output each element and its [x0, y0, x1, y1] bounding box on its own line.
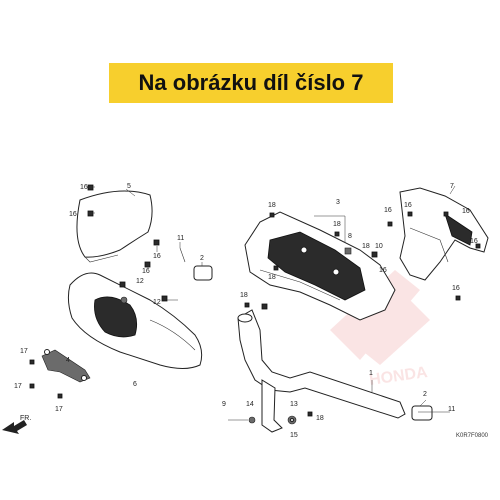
label-16: 16: [80, 184, 88, 191]
direction-label: FR.: [20, 415, 31, 422]
part-1-handlebar: [237, 309, 406, 433]
direction-arrow: FR.: [2, 415, 31, 434]
label-16: 16: [462, 208, 470, 215]
label-4: 4: [66, 357, 70, 364]
svg-text:HONDA: HONDA: [368, 364, 429, 389]
label-7: 7: [450, 183, 454, 190]
label-1: 1: [369, 370, 373, 377]
label-18: 18: [240, 292, 248, 299]
fasteners: [29, 184, 481, 425]
label-6: 6: [133, 381, 137, 388]
part-labels: 5 16 16 16 16 11 2 12 12 4 17 17 17 6 3 …: [14, 183, 478, 439]
label-16: 16: [404, 202, 412, 209]
label-17: 17: [55, 406, 63, 413]
label-18: 18: [362, 243, 370, 250]
label-10: 10: [375, 243, 383, 250]
label-2: 2: [200, 255, 204, 262]
label-2: 2: [423, 391, 427, 398]
label-18: 18: [316, 415, 324, 422]
label-17: 17: [14, 383, 22, 390]
label-3: 3: [336, 199, 340, 206]
label-16: 16: [142, 268, 150, 275]
label-18: 18: [333, 221, 341, 228]
part-2-grip-weight: [193, 265, 433, 421]
part-3-rear-cover: [244, 211, 396, 321]
label-11: 11: [448, 406, 455, 413]
part-7-side-cover: [399, 187, 489, 281]
label-16: 16: [452, 285, 460, 292]
header-banner: Na obrázku díl číslo 7: [109, 63, 393, 103]
label-15: 15: [290, 432, 298, 439]
label-18: 18: [268, 274, 276, 281]
part-6-front-cover: [67, 272, 203, 369]
label-12: 12: [153, 299, 161, 306]
diagram-code: K0R7F0800: [456, 433, 489, 439]
watermark-logo: HONDA: [330, 270, 430, 389]
label-16: 16: [384, 207, 392, 214]
leader-lines: [88, 185, 456, 407]
label-9: 9: [222, 401, 226, 408]
label-16: 16: [153, 253, 161, 260]
label-18: 18: [268, 202, 276, 209]
label-13: 13: [290, 401, 298, 408]
label-16: 16: [470, 238, 478, 245]
part-4-bracket: [41, 349, 91, 383]
label-8: 8: [348, 233, 352, 240]
part-5-windscreen: [76, 190, 153, 263]
banner-text: Na obrázku díl číslo 7: [138, 70, 364, 95]
label-16: 16: [69, 211, 77, 218]
label-17: 17: [20, 348, 28, 355]
label-12: 12: [136, 278, 144, 285]
label-11: 11: [177, 235, 184, 242]
label-16: 16: [379, 267, 387, 274]
label-5: 5: [127, 183, 131, 190]
label-14: 14: [246, 401, 254, 408]
